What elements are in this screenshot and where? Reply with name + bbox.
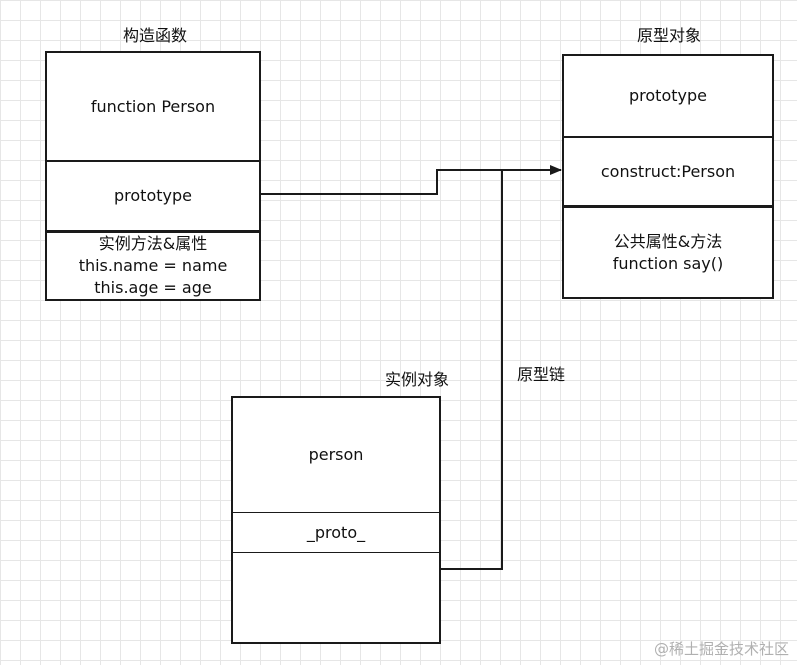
constructor-name-cell: function Person bbox=[90, 96, 216, 116]
prototype-object-box: prototype construct:Person 公共属性&方法 funct… bbox=[562, 54, 774, 299]
prototype-chain-label: 原型链 bbox=[516, 365, 566, 384]
prototype-object-members-line: 公共属性&方法 bbox=[613, 231, 723, 251]
constructor-members-line: 实例方法&属性 bbox=[98, 234, 208, 253]
constructor-members-line: this.name = name bbox=[78, 256, 228, 275]
instance-object-box: person _proto_ bbox=[231, 396, 441, 644]
prototype-link-line bbox=[261, 165, 562, 195]
prototype-object-prototype-cell: prototype bbox=[629, 86, 707, 105]
prototype-object-members-line: function say() bbox=[612, 253, 724, 273]
constructor-title: 构造函数 bbox=[122, 26, 188, 45]
instance-object-title: 实例对象 bbox=[384, 370, 450, 389]
watermark: @稀土掘金技术社区 bbox=[653, 640, 789, 658]
constructor-members-cell: 实例方法&属性 this.name = name this.age = age bbox=[47, 230, 259, 299]
instance-name-cell: person bbox=[308, 445, 364, 464]
constructor-prototype-cell: prototype bbox=[47, 160, 259, 230]
prototype-object-title: 原型对象 bbox=[636, 26, 702, 45]
constructor-box: function Person prototype 实例方法&属性 this.n… bbox=[45, 51, 261, 301]
prototype-object-constructor-cell: construct:Person bbox=[564, 136, 772, 205]
constructor-members-line: this.age = age bbox=[94, 278, 212, 297]
instance-empty-cell bbox=[233, 552, 439, 642]
prototype-object-members-cell: 公共属性&方法 function say() bbox=[564, 205, 772, 297]
instance-proto-cell: _proto_ bbox=[233, 512, 439, 552]
proto-chain-line bbox=[441, 170, 503, 570]
